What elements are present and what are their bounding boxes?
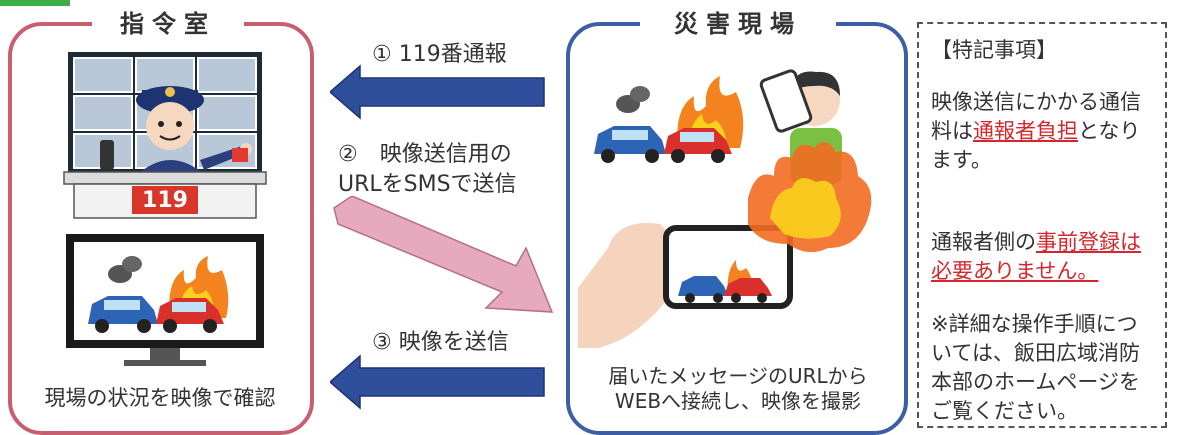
note-cost-text-b: となり xyxy=(1078,119,1141,143)
burning-cars-icon xyxy=(594,76,744,163)
note-registration-highlight2: 必要ありません。 xyxy=(931,259,1099,283)
note-cost-line3: ます。 xyxy=(931,148,992,172)
special-notes-box: 【特記事項】 映像送信にかかる通信 料は通報者負担となり ます。 通報者側の事前… xyxy=(917,22,1167,428)
radio-icon xyxy=(100,140,114,170)
note-registration-highlight1: 事前登録は xyxy=(1036,230,1141,254)
disaster-site-caption: 届いたメッセージのURLから WEBへ接続し、映像を撮影 xyxy=(588,364,888,414)
step2-label: ② 映像送信用の URLをSMSで送信 xyxy=(338,140,548,200)
disaster-site-title: 災害現場 xyxy=(640,4,836,39)
note-details-line1: ※詳細な操作手順につ xyxy=(931,312,1138,336)
disaster-site-caption-line1: 届いたメッセージのURLから xyxy=(608,364,868,388)
step3-label: ③ 映像を送信 xyxy=(372,330,509,355)
smartphone-recording-icon xyxy=(578,141,872,348)
alarm-light-icon xyxy=(232,148,248,162)
green-corner-tab xyxy=(0,0,70,6)
119-sign-text: 119 xyxy=(142,188,188,213)
command-room-illustration: 119 xyxy=(63,52,267,366)
notes-title: 【特記事項】 xyxy=(931,38,1057,62)
note-details-line3: 本部のホームページを xyxy=(931,370,1140,394)
note-details-line4: ご覧ください。 xyxy=(931,399,1078,423)
disaster-site-caption-line2: WEBへ接続し、映像を撮影 xyxy=(614,389,862,413)
note-registration-line1: 通報者側の事前登録は xyxy=(931,228,1161,257)
note-cost-highlight: 通報者負担 xyxy=(973,119,1078,143)
note-registration: 通報者側の事前登録は 必要ありません。 xyxy=(931,228,1161,286)
note-registration-text: 通報者側の xyxy=(931,230,1036,254)
step1-label: ① 119番通報 xyxy=(372,42,507,67)
step2-label-line2: URLをSMSで送信 xyxy=(338,172,517,197)
step2-label-line1: ② 映像送信用の xyxy=(338,142,512,167)
arrow-step1 xyxy=(330,64,545,120)
note-cost: 映像送信にかかる通信 料は通報者負担となり ます。 xyxy=(931,88,1161,175)
note-cost-line2: 料は通報者負担となり xyxy=(931,117,1161,146)
119-sign xyxy=(132,186,198,214)
burning-cars-icon xyxy=(88,256,229,333)
arrow-step3 xyxy=(330,354,545,410)
disaster-site-illustration xyxy=(578,69,872,348)
note-registration-line2: 必要ありません。 xyxy=(931,257,1161,286)
note-cost-line1: 映像送信にかかる通信 xyxy=(931,90,1141,114)
command-room-caption: 現場の状況を映像で確認 xyxy=(44,386,276,410)
note-cost-text-a: 料は xyxy=(931,119,973,143)
command-room-title: 指令室 xyxy=(92,4,244,39)
arrow-step2 xyxy=(333,196,554,313)
note-details: ※詳細な操作手順につ いては、飯田広域消防 本部のホームページを ご覧ください。 xyxy=(931,310,1161,426)
note-details-line2: いては、飯田広域消防 xyxy=(931,341,1140,365)
